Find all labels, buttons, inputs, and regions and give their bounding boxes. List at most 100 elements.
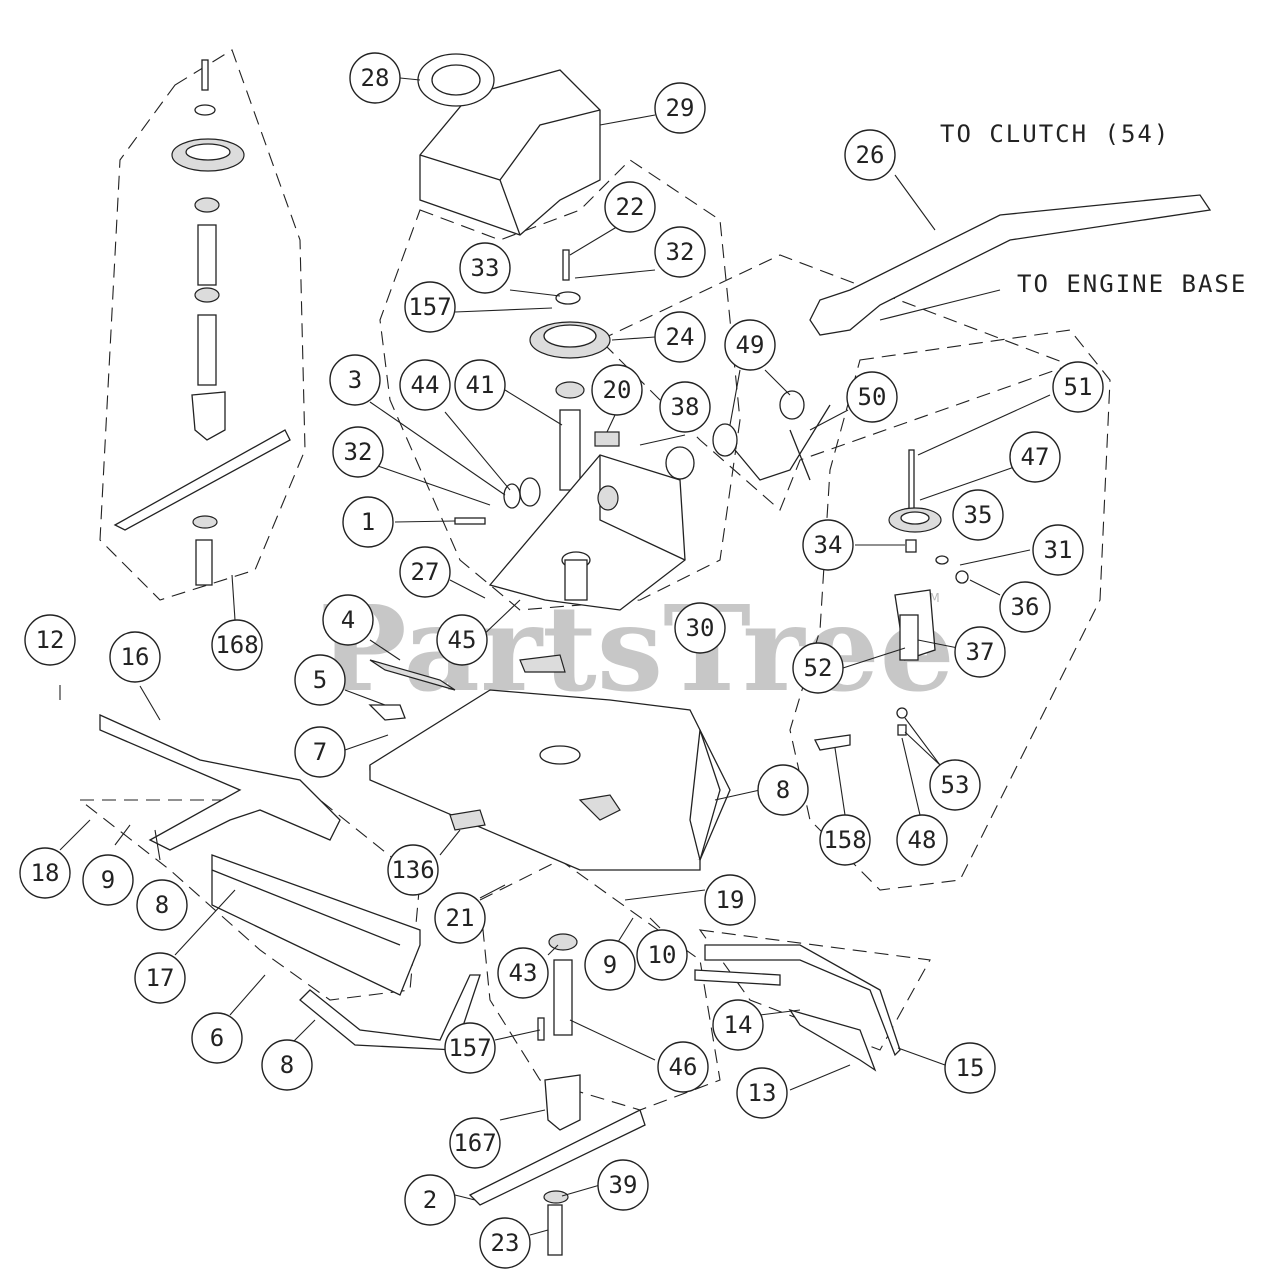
leader-50 (809, 409, 849, 431)
leader-31 (959, 549, 1031, 566)
svg-text:43: 43 (509, 959, 538, 987)
callout-50: 50 (846, 371, 898, 423)
callout-43: 43 (497, 947, 549, 999)
leader-4 (369, 639, 401, 661)
leader-26 (894, 174, 936, 231)
group-outline-idler (789, 329, 1111, 891)
leader-10 (649, 917, 661, 929)
leader-38 (639, 434, 686, 446)
callout-49: 49 (724, 319, 776, 371)
callout-15: 15 (944, 1042, 996, 1094)
callout-34: 34 (802, 519, 854, 571)
svg-text:50: 50 (858, 383, 887, 411)
leader-47 (919, 464, 1021, 501)
leader-18 (59, 819, 91, 851)
callout-5: 5 (294, 654, 346, 706)
callout-6: 6 (191, 1012, 243, 1064)
leader-2 (454, 1194, 476, 1201)
svg-text:24: 24 (666, 323, 695, 351)
svg-text:46: 46 (669, 1053, 698, 1081)
svg-text:41: 41 (466, 371, 495, 399)
leader-9a (114, 824, 131, 846)
leader-48 (901, 737, 921, 816)
svg-text:14: 14 (724, 1011, 753, 1039)
callout-39: 39 (597, 1159, 649, 1211)
left-spindle-stack (113, 59, 291, 586)
callout-48: 48 (896, 814, 948, 866)
callout-158: 158 (819, 814, 871, 866)
callout-18: 18 (19, 847, 71, 899)
svg-text:9: 9 (603, 951, 617, 979)
leader-22 (569, 224, 621, 256)
svg-text:15: 15 (956, 1054, 985, 1082)
leader-49 (729, 369, 791, 426)
leader-37 (917, 639, 959, 649)
svg-text:158: 158 (823, 826, 866, 854)
svg-text:5: 5 (313, 666, 327, 694)
leader-136 (439, 829, 461, 856)
callout-17: 17 (134, 952, 186, 1004)
svg-text:12: 12 (36, 626, 65, 654)
group-outline-168 (99, 49, 306, 601)
drive-belt (809, 194, 1212, 336)
leader-29 (599, 114, 656, 126)
callout-157b: 157 (444, 1022, 496, 1074)
svg-text:32: 32 (344, 438, 373, 466)
svg-text:157: 157 (408, 293, 451, 321)
svg-text:37: 37 (966, 638, 995, 666)
svg-text:22: 22 (616, 193, 645, 221)
leader-5 (344, 689, 386, 706)
svg-text:35: 35 (964, 501, 993, 529)
leader-167 (499, 1109, 546, 1121)
svg-text:13: 13 (748, 1079, 777, 1107)
callout-35: 35 (952, 489, 1004, 541)
svg-text:32: 32 (666, 238, 695, 266)
callout-24: 24 (654, 311, 706, 363)
leader-14 (759, 1009, 801, 1016)
decal-5 (368, 704, 406, 721)
svg-text:20: 20 (603, 376, 632, 404)
group-outline-gauge-wheel-left (78, 799, 421, 1001)
callout-44: 44 (399, 359, 451, 411)
callout-41: 41 (454, 359, 506, 411)
bottom-spindle-stack (468, 933, 646, 1256)
callout-27: 27 (399, 546, 451, 598)
svg-text:167: 167 (453, 1129, 496, 1157)
leader-24 (611, 336, 656, 341)
svg-text:34: 34 (814, 531, 843, 559)
leader-41 (504, 389, 563, 426)
leader-19 (624, 889, 706, 901)
leader-52 (842, 647, 906, 669)
callout-9a: 9 (82, 854, 134, 906)
leader-39 (561, 1184, 601, 1197)
svg-text:53: 53 (941, 771, 970, 799)
group-outline-belt-guide (599, 254, 1072, 511)
callout-51: 51 (1052, 361, 1104, 413)
svg-text:36: 36 (1011, 593, 1040, 621)
svg-text:8: 8 (155, 891, 169, 919)
leader-9b (617, 917, 634, 943)
callout-10: 10 (636, 929, 688, 981)
leader-6 (229, 974, 266, 1016)
svg-text:17: 17 (146, 964, 175, 992)
leader-168 (231, 574, 236, 621)
leader-23 (529, 1229, 549, 1236)
spindle-cover (419, 69, 601, 236)
leader-53 (904, 717, 941, 766)
svg-text:21: 21 (446, 904, 475, 932)
callout-47: 47 (1009, 431, 1061, 483)
svg-text:39: 39 (609, 1171, 638, 1199)
group-outline-bottom-spindle (479, 859, 721, 1111)
svg-text:19: 19 (716, 886, 745, 914)
leader-43 (547, 944, 559, 956)
svg-text:2: 2 (423, 1186, 437, 1214)
callout-21: 21 (434, 892, 486, 944)
callout-20: 20 (591, 364, 643, 416)
callout-29: 29 (654, 82, 706, 134)
callout-45: 45 (436, 614, 488, 666)
center-pulley-stack (529, 249, 611, 491)
callout-167: 167 (449, 1117, 501, 1169)
callout-53: 53 (929, 759, 981, 811)
callout-7: 7 (294, 726, 346, 778)
svg-text:23: 23 (491, 1229, 520, 1257)
